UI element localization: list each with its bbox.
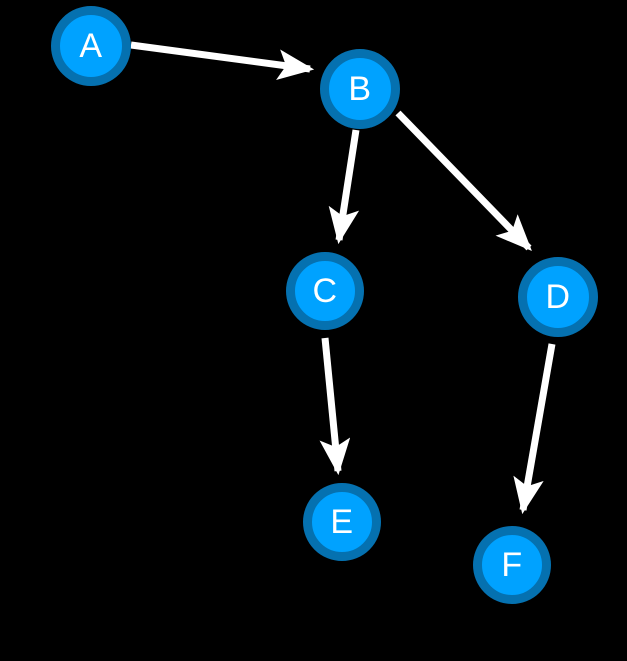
node-label-c: C: [312, 272, 338, 310]
node-label-a: A: [79, 27, 103, 65]
graph-node-f[interactable]: F: [473, 526, 551, 604]
edge-d-f: [513, 343, 556, 515]
graph-node-c[interactable]: C: [286, 252, 364, 330]
graph-node-a[interactable]: A: [51, 6, 131, 86]
edges-group: [130, 41, 556, 515]
edge-b-d: [395, 110, 532, 252]
node-label-f: F: [501, 546, 523, 584]
graph-node-b[interactable]: B: [320, 49, 400, 129]
node-label-d: D: [545, 278, 571, 316]
edge-a-b: [130, 41, 315, 80]
graph-node-e[interactable]: E: [303, 483, 381, 561]
edge-c-e: [319, 337, 351, 476]
node-label-b: B: [348, 70, 372, 108]
edge-b-c: [328, 129, 360, 245]
node-label-e: E: [330, 503, 354, 541]
graph-node-d[interactable]: D: [518, 257, 598, 337]
